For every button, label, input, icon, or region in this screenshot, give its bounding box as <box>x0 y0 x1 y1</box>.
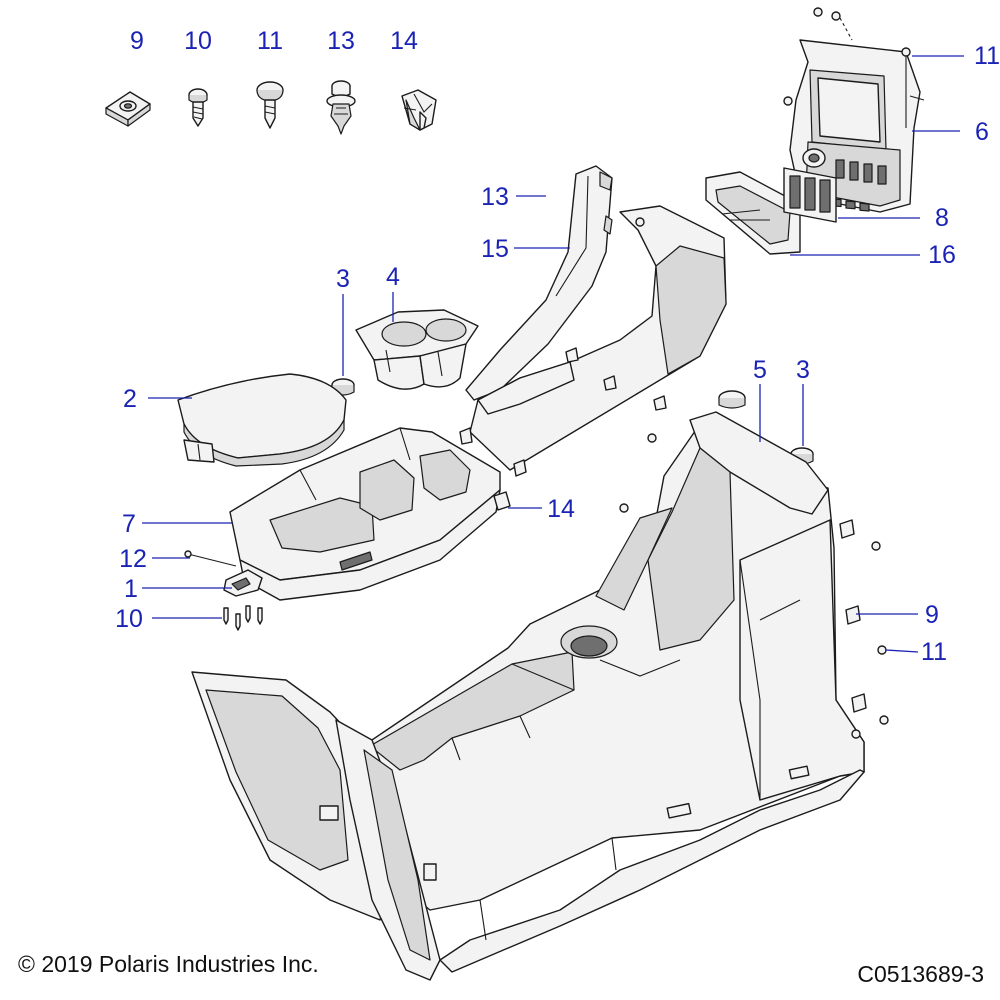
callout-2: 2 <box>123 385 137 413</box>
legend-label-9: 9 <box>130 27 144 55</box>
callout-3-left: 3 <box>336 265 350 293</box>
callout-10: 10 <box>115 605 143 633</box>
callout-13-side: 13 <box>481 183 509 211</box>
legend-label-14: 14 <box>390 27 418 55</box>
screw-icon <box>188 88 208 127</box>
push-screw-icon <box>256 81 284 129</box>
callout-16: 16 <box>928 241 956 269</box>
switch-bezel-16 <box>705 171 801 255</box>
callout-6: 6 <box>975 118 989 146</box>
callout-4: 4 <box>386 263 400 291</box>
wire-clip-icon <box>401 89 437 131</box>
cup-holder-4 <box>355 309 479 390</box>
callout-1: 1 <box>124 575 138 603</box>
screws-10 <box>223 605 263 631</box>
copyright-notice: © 2019 Polaris Industries Inc. <box>18 951 319 977</box>
callout-15: 15 <box>481 235 509 263</box>
grommet-extra <box>718 390 746 409</box>
speed-nut-icon <box>105 91 151 127</box>
callout-9: 9 <box>925 601 939 629</box>
callout-3-right: 3 <box>796 356 810 384</box>
center-console-5 <box>191 411 889 981</box>
callout-12: 12 <box>119 545 147 573</box>
clip-14 <box>493 491 511 511</box>
callout-11: 11 <box>921 638 947 666</box>
callout-11-panel: 11 <box>974 42 1000 70</box>
mounting-clips <box>459 217 667 513</box>
callout-8: 8 <box>935 204 949 232</box>
hardware-legend: 9 10 11 13 14 <box>105 27 437 135</box>
callout-7: 7 <box>122 510 136 538</box>
armrest-lid-2 <box>177 373 347 467</box>
callout-5: 5 <box>753 356 767 384</box>
bolt-12 <box>184 550 237 567</box>
diagram-code: C0513689-3 <box>857 961 984 987</box>
switch-block-8 <box>783 167 837 223</box>
legend-label-10: 10 <box>184 27 212 55</box>
callout-labels: 11 6 8 16 13 15 3 4 2 7 14 12 1 10 5 3 9… <box>115 42 1000 666</box>
legend-label-11: 11 <box>257 27 283 55</box>
leader-lines <box>142 55 964 653</box>
latch-1 <box>223 569 263 597</box>
storage-tray-7 <box>229 427 501 601</box>
callout-14: 14 <box>547 495 575 523</box>
legend-label-13: 13 <box>327 27 355 55</box>
push-rivet-icon <box>326 80 356 135</box>
